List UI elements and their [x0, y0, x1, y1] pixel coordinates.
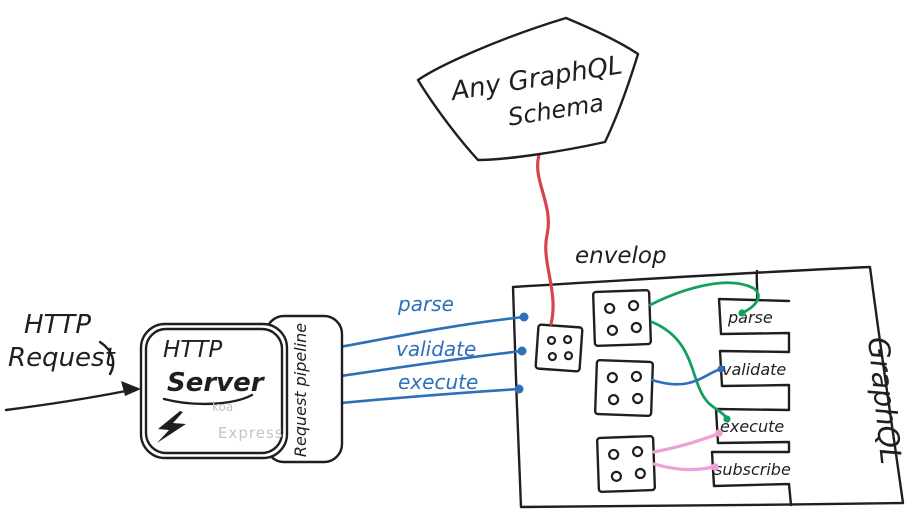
- express-logo-icon: [157, 411, 186, 443]
- die-dot: [606, 324, 619, 336]
- hook-label-subscribe: subscribe: [714, 460, 791, 479]
- server-label-underline: [162, 393, 254, 406]
- envelop-box: [511, 265, 905, 509]
- pipeline-line-validate: [339, 349, 524, 378]
- hook-label-parse: parse: [727, 308, 773, 327]
- die-dot: [546, 335, 557, 346]
- die-dot: [563, 351, 574, 361]
- pipeline-endpoint-dot-execute: [514, 384, 524, 394]
- pink-dot-execute: [715, 429, 723, 437]
- curve-parse-green: [648, 281, 760, 315]
- die-dot: [630, 321, 642, 334]
- schema-cloud: [416, 16, 640, 162]
- die-dot: [630, 370, 643, 383]
- pipeline-call-label-validate: validate: [396, 337, 476, 361]
- http-request-label-line2: Request: [8, 343, 116, 373]
- request-pipeline-label: Request pipeline: [291, 323, 310, 457]
- server-label-http: HTTP: [163, 337, 222, 363]
- express-label: Express: [218, 424, 284, 442]
- envelop-label: envelop: [575, 243, 667, 269]
- die-dot: [634, 467, 646, 480]
- request-arrow: [4, 389, 128, 412]
- blue-dot-validate: [717, 365, 725, 373]
- http-server-box-inner: [144, 327, 284, 455]
- pipeline-call-label-execute: execute: [398, 370, 478, 394]
- hook-label-execute: execute: [720, 417, 784, 436]
- schema-connector-line: [536, 153, 555, 326]
- die-dot: [610, 470, 623, 482]
- curve-execute-pink: [652, 432, 720, 454]
- curve-subscribe-pink: [652, 462, 716, 472]
- green-dot-parse: [738, 309, 746, 317]
- curve-validate-blue: [650, 367, 722, 386]
- curve-execute-green: [650, 320, 728, 421]
- request-arrow-head: [121, 381, 141, 396]
- die-dot: [608, 448, 620, 461]
- pink-dot-subscribe: [711, 463, 719, 471]
- green-dot-execute: [723, 415, 731, 423]
- die-dot: [632, 392, 644, 405]
- die-dot: [604, 302, 616, 315]
- plugin-die-3: [595, 434, 657, 494]
- server-label-server: Server: [167, 368, 266, 398]
- pipeline-endpoint-dot-parse: [519, 312, 529, 322]
- die-dot: [547, 351, 557, 362]
- die-dot: [606, 371, 618, 384]
- pipeline-endpoint-dot-validate: [517, 346, 527, 356]
- pipeline-call-label-parse: parse: [397, 292, 454, 316]
- plugin-die-2: [593, 358, 655, 418]
- die-dot: [631, 445, 644, 458]
- die-dot: [607, 394, 620, 406]
- request-flourish: [98, 340, 115, 376]
- koa-label: koa: [212, 400, 233, 414]
- pipeline-line-execute: [339, 387, 521, 405]
- plugin-die-1: [591, 288, 653, 348]
- hook-label-validate: validate: [722, 360, 786, 379]
- die-dot: [563, 334, 573, 345]
- pipeline-line-parse: [338, 315, 526, 349]
- die-dot: [627, 299, 640, 312]
- plugin-die-small: [534, 323, 584, 373]
- http-request-label-line1: HTTP: [24, 310, 91, 340]
